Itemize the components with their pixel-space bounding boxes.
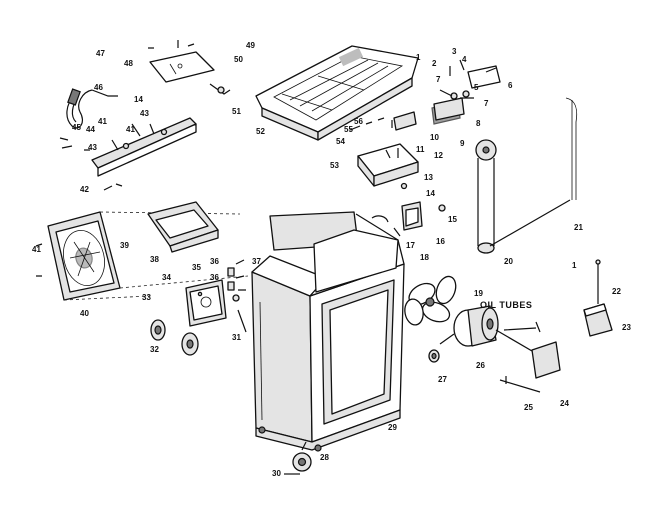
callout-1: 1: [416, 53, 421, 62]
callout-10: 10: [430, 133, 439, 142]
callout-7b: 7: [484, 99, 489, 108]
bracket-part-18: [371, 201, 446, 237]
callout-numbers: 1 1 2 3 4 5 6 7 7 8 9 10 11 12 13 14 14 …: [32, 41, 631, 478]
cabinet-part-29: [251, 211, 405, 452]
callout-46: 46: [94, 83, 103, 92]
callout-5: 5: [474, 83, 479, 92]
small-fittings-part-36: [150, 259, 247, 356]
callout-8: 8: [476, 119, 481, 128]
callout-11: 11: [416, 145, 425, 154]
callout-38: 38: [150, 255, 159, 264]
top-tray-part-52: [255, 45, 419, 141]
callout-36: 36: [210, 257, 219, 266]
callout-14: 14: [134, 95, 143, 104]
callout-53: 53: [330, 161, 339, 170]
callout-20: 20: [504, 257, 513, 266]
callout-6: 6: [508, 81, 513, 90]
callout-43b: 43: [88, 143, 97, 152]
callout-40: 40: [80, 309, 89, 318]
callout-41: 41: [32, 245, 41, 254]
callout-41b: 41: [98, 117, 107, 126]
callout-12: 12: [434, 151, 443, 160]
callout-47: 47: [96, 49, 105, 58]
oil-tubes-label: OIL TUBES: [480, 300, 532, 310]
callout-49: 49: [246, 41, 255, 50]
callout-25: 25: [524, 403, 533, 412]
callout-32: 32: [150, 345, 159, 354]
callout-37: 37: [252, 257, 261, 266]
mount-bracket-part-34: [185, 279, 227, 327]
control-bracket-part-42: [59, 117, 197, 191]
callout-36b: 36: [210, 273, 219, 282]
air-duct-part-38: [147, 201, 219, 253]
callout-42: 42: [80, 185, 89, 194]
callout-29: 29: [388, 423, 397, 432]
callout-14b: 14: [426, 189, 435, 198]
power-cord-part-45: [66, 88, 118, 129]
callout-22: 22: [612, 287, 621, 296]
callout-44: 44: [86, 125, 95, 134]
callout-28: 28: [320, 453, 329, 462]
callout-51: 51: [232, 107, 241, 116]
fan-panel-part-40: [35, 211, 249, 301]
callout-24: 24: [560, 399, 569, 408]
callout-39: 39: [120, 241, 129, 250]
cover-panel-part-48: [148, 40, 231, 95]
caster-part-28: [284, 441, 312, 475]
callout-48: 48: [124, 59, 133, 68]
fan-blade-part-19: [404, 275, 457, 326]
callout-15: 15: [448, 215, 457, 224]
callout-13: 13: [424, 173, 433, 182]
callout-1b: 1: [572, 261, 577, 270]
callout-7: 7: [436, 75, 441, 84]
callout-55: 55: [344, 125, 353, 134]
callout-2: 2: [432, 59, 437, 68]
belt-pulley-part-20: [475, 97, 578, 254]
callout-9: 9: [460, 139, 465, 148]
callout-26: 26: [476, 361, 485, 370]
callout-3: 3: [452, 47, 457, 56]
motor-part-26: [428, 305, 561, 393]
callout-4: 4: [462, 55, 467, 64]
callout-52: 52: [256, 127, 265, 136]
callout-16: 16: [436, 237, 445, 246]
callout-18: 18: [420, 253, 429, 262]
callout-41c: 41: [126, 125, 135, 134]
callout-23: 23: [622, 323, 631, 332]
control-box-part-23: [583, 259, 613, 337]
callout-30: 30: [272, 469, 281, 478]
callout-21: 21: [574, 223, 583, 232]
callout-56: 56: [354, 117, 363, 126]
callout-33: 33: [142, 293, 151, 302]
callout-34: 34: [162, 273, 171, 282]
support-bracket-part-13: [349, 101, 461, 190]
callout-19: 19: [474, 289, 483, 298]
switch-assembly-part-8: [433, 59, 501, 121]
callout-50: 50: [234, 55, 243, 64]
callout-27: 27: [438, 375, 447, 384]
callout-45: 45: [72, 123, 81, 132]
callout-54: 54: [336, 137, 345, 146]
callout-43: 43: [140, 109, 149, 118]
callout-31: 31: [232, 333, 241, 342]
callout-17: 17: [406, 241, 415, 250]
callout-35: 35: [192, 263, 201, 272]
